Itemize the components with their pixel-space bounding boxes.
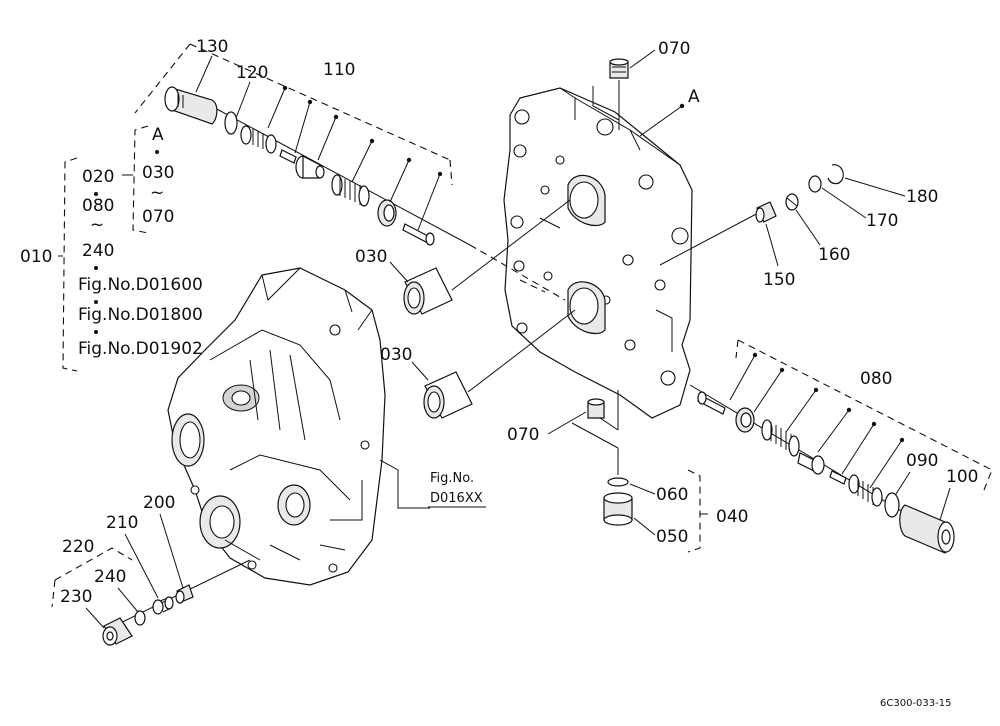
label-060: 060 [656,485,688,505]
group-A-line-030: 030 [142,163,174,183]
label-050: 050 [656,527,688,547]
plug-050 [603,492,633,526]
label-130: 130 [196,37,228,57]
group-010-line-080: 080 [82,196,114,216]
fig-ref-code: D016XX [430,491,483,506]
fitting-200 [175,584,194,604]
fig-ref-label: Fig.No. [430,471,474,486]
o-ring-060 [607,477,629,487]
bore-upper [567,174,606,227]
transmission-case [167,267,430,586]
group-010-fig-d01800: Fig.No.D01800 [78,305,203,325]
label-100: 100 [946,467,978,487]
label-240: 240 [94,567,126,587]
label-120: 120 [236,63,268,83]
plug-130 [164,86,218,125]
label-030-lower: 030 [380,345,412,365]
group-010-tilde: ~ [90,215,104,235]
group-010-line-240: 240 [82,241,114,261]
spring-lower-1 [761,419,800,457]
case-bore-left [171,413,205,467]
fitting-070-top [609,58,629,79]
label-180: 180 [906,187,938,207]
snap-ring-180 [827,164,844,185]
label-030-upper: 030 [355,247,387,267]
label-A-top: A [688,87,700,107]
cup-lower [735,407,755,433]
group-010-fig-d01600: Fig.No.D01600 [78,275,203,295]
sleeve-030-upper [403,267,453,315]
label-070-bottom: 070 [507,425,539,445]
drawing-code: 6C300-033-15 [880,698,951,709]
case-bore-top [222,384,260,412]
lower-left-fittings [51,547,251,646]
group-010-fig-d01902: Fig.No.D01902 [78,339,203,359]
label-170: 170 [866,211,898,231]
washer-170 [808,175,822,193]
pin-upper [279,149,297,164]
group-010-bracket [58,125,149,372]
bore-lower [567,281,606,335]
label-230: 230 [60,587,92,607]
label-150: 150 [763,270,795,290]
seat-upper [295,155,325,179]
spool-lower [697,391,726,415]
seat-lower [797,452,825,475]
pin-lower [829,470,847,485]
fitting-070-bottom [587,398,605,419]
o-ring-120 [224,111,238,135]
spring-upper-1 [240,125,277,154]
o-ring-090 [884,492,900,518]
o-ring-240 [134,610,146,626]
cup-upper [377,199,397,227]
spring-lower-2 [848,474,883,507]
group-A-label: A [152,125,164,145]
label-220: 220 [62,537,94,557]
plug-230 [102,617,133,646]
label-080: 080 [860,369,892,389]
label-040: 040 [716,507,748,527]
case-bore-center [199,495,241,549]
label-010: 010 [20,247,52,267]
group-A-line-070: 070 [142,207,174,227]
case-bore-right [277,484,311,526]
lower-valve-assembly [689,339,993,554]
sleeve-030-lower [423,371,473,419]
valve-body-A [469,58,844,526]
label-200: 200 [143,493,175,513]
fitting-150 [755,201,777,223]
group-040-bracket [687,469,708,553]
fitting-160 [785,193,799,211]
label-090: 090 [906,451,938,471]
upper-valve-assembly [134,43,471,246]
plug-100 [899,504,955,554]
label-210: 210 [106,513,138,533]
group-A-tilde: ~ [150,183,164,203]
label-160: 160 [818,245,850,265]
label-110: 110 [323,60,355,80]
fitting-210 [152,596,174,615]
spring-upper-2 [331,174,370,207]
label-070-top: 070 [658,39,690,59]
group-010-line-020: 020 [82,167,114,187]
spool-upper [402,223,435,246]
